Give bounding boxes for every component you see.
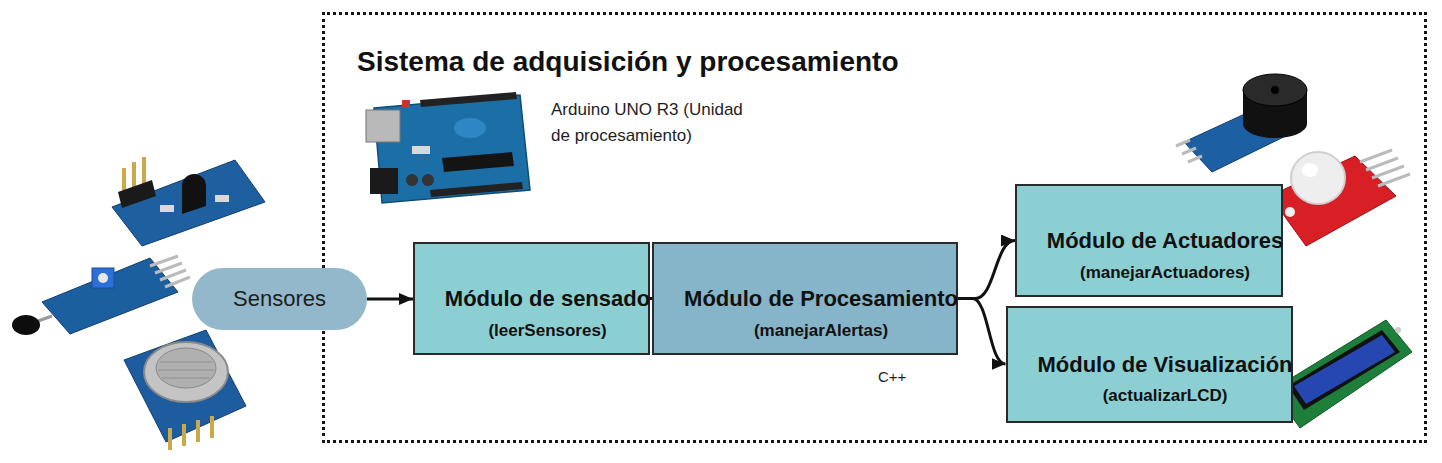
flame-sensor-part (42, 258, 178, 334)
input-pill: Sensores (192, 268, 367, 330)
rgb-led-module-part (1378, 174, 1410, 186)
module-box: Módulo de Visualización(actualizarLCD) (1006, 306, 1293, 423)
node-title: Módulo de Visualización (1034, 349, 1297, 380)
gas-sensor-part (182, 424, 186, 446)
light-sensor-part (215, 195, 229, 202)
arduino-board-part (422, 174, 434, 186)
buzzer-module-part (1271, 86, 1279, 94)
gas-sensor-part (168, 428, 172, 450)
lcd-module-part (1288, 330, 1400, 410)
rgb-led-module (1270, 150, 1410, 246)
arduino-board-part (454, 118, 486, 138)
module-box: Módulo de Actuadores(manejarActuadores) (1015, 184, 1283, 297)
arduino-board-part (430, 182, 523, 197)
buzzer-module-part (1243, 110, 1307, 138)
node-title: Sistema de adquisición y procesamiento (357, 44, 899, 79)
arduino-board-part (442, 152, 514, 172)
rgb-led-module-part (1366, 158, 1398, 170)
rgb-led-module-part (1302, 163, 1318, 177)
buzzer-module-part (1188, 156, 1202, 162)
arduino-board-part (370, 168, 398, 194)
arduino-board-part (412, 146, 430, 154)
node-title: Módulo de Actuadores (1043, 225, 1287, 256)
flow-arrow (958, 241, 1015, 299)
flame-sensor-part (92, 268, 114, 288)
rgb-led-module-part (1285, 207, 1295, 217)
node-function: (leerSensores) (441, 319, 654, 343)
flame-sensor-part (12, 315, 40, 335)
gas-sensor-part (156, 348, 216, 388)
flame-sensor-part (98, 273, 108, 283)
gas-sensor-part (162, 378, 210, 379)
lcd-module-part (1395, 327, 1401, 333)
buzzer-module (1176, 74, 1307, 172)
arduino-board-part (366, 110, 400, 142)
flame-sensor-part (160, 270, 186, 280)
language-label: C++ (878, 367, 906, 387)
arduino-board-part (420, 92, 517, 107)
board-label: Arduino UNO R3 (Unidad de procesamiento) (551, 97, 766, 148)
gas-sensor-part (144, 342, 228, 402)
node-title: Sensores (233, 285, 326, 314)
gas-sensor (124, 330, 246, 450)
buzzer-module-part (1243, 74, 1307, 106)
buzzer-module-part (1176, 140, 1190, 146)
node-function: (actualizarLCD) (1034, 384, 1297, 408)
module-box: Módulo de sensado(leerSensores) (413, 242, 650, 355)
lcd-module (1272, 320, 1412, 428)
gas-sensor-part (196, 420, 200, 442)
flame-sensor-part (165, 277, 190, 287)
module-box: Módulo de Procesamiento(manejarAlertas) (652, 242, 958, 355)
lcd-module-part (1294, 335, 1395, 404)
node-function: (manejarAlertas) (680, 319, 962, 343)
flow-arrow (958, 299, 1006, 365)
light-sensor-part (118, 180, 156, 208)
flame-sensor (12, 256, 190, 335)
flow-arrow (367, 298, 413, 301)
rgb-led-module-part (1291, 152, 1345, 204)
system-boundary: Sistema de adquisición y procesamientoMó… (322, 12, 1427, 443)
buzzer-module-part (1182, 148, 1196, 154)
arduino-board (366, 92, 530, 203)
gas-sensor-part (210, 416, 214, 438)
gas-sensor-part (160, 362, 212, 363)
lcd-module-part (1272, 320, 1412, 428)
light-sensor (112, 157, 265, 246)
light-sensor-part (112, 160, 265, 246)
node-title: Módulo de Procesamiento (680, 283, 962, 314)
arduino-board-part (406, 174, 418, 186)
connector-group (367, 241, 1015, 365)
node-function: (manejarActuadores) (1043, 261, 1287, 285)
gas-sensor-part (158, 370, 214, 371)
rgb-led-module-part (1360, 150, 1392, 162)
light-sensor-part (160, 205, 174, 212)
node-title: Módulo de sensado (441, 283, 654, 314)
rgb-led-module-part (1372, 166, 1404, 178)
light-sensor-part (182, 174, 206, 214)
arduino-board-part (402, 100, 410, 108)
